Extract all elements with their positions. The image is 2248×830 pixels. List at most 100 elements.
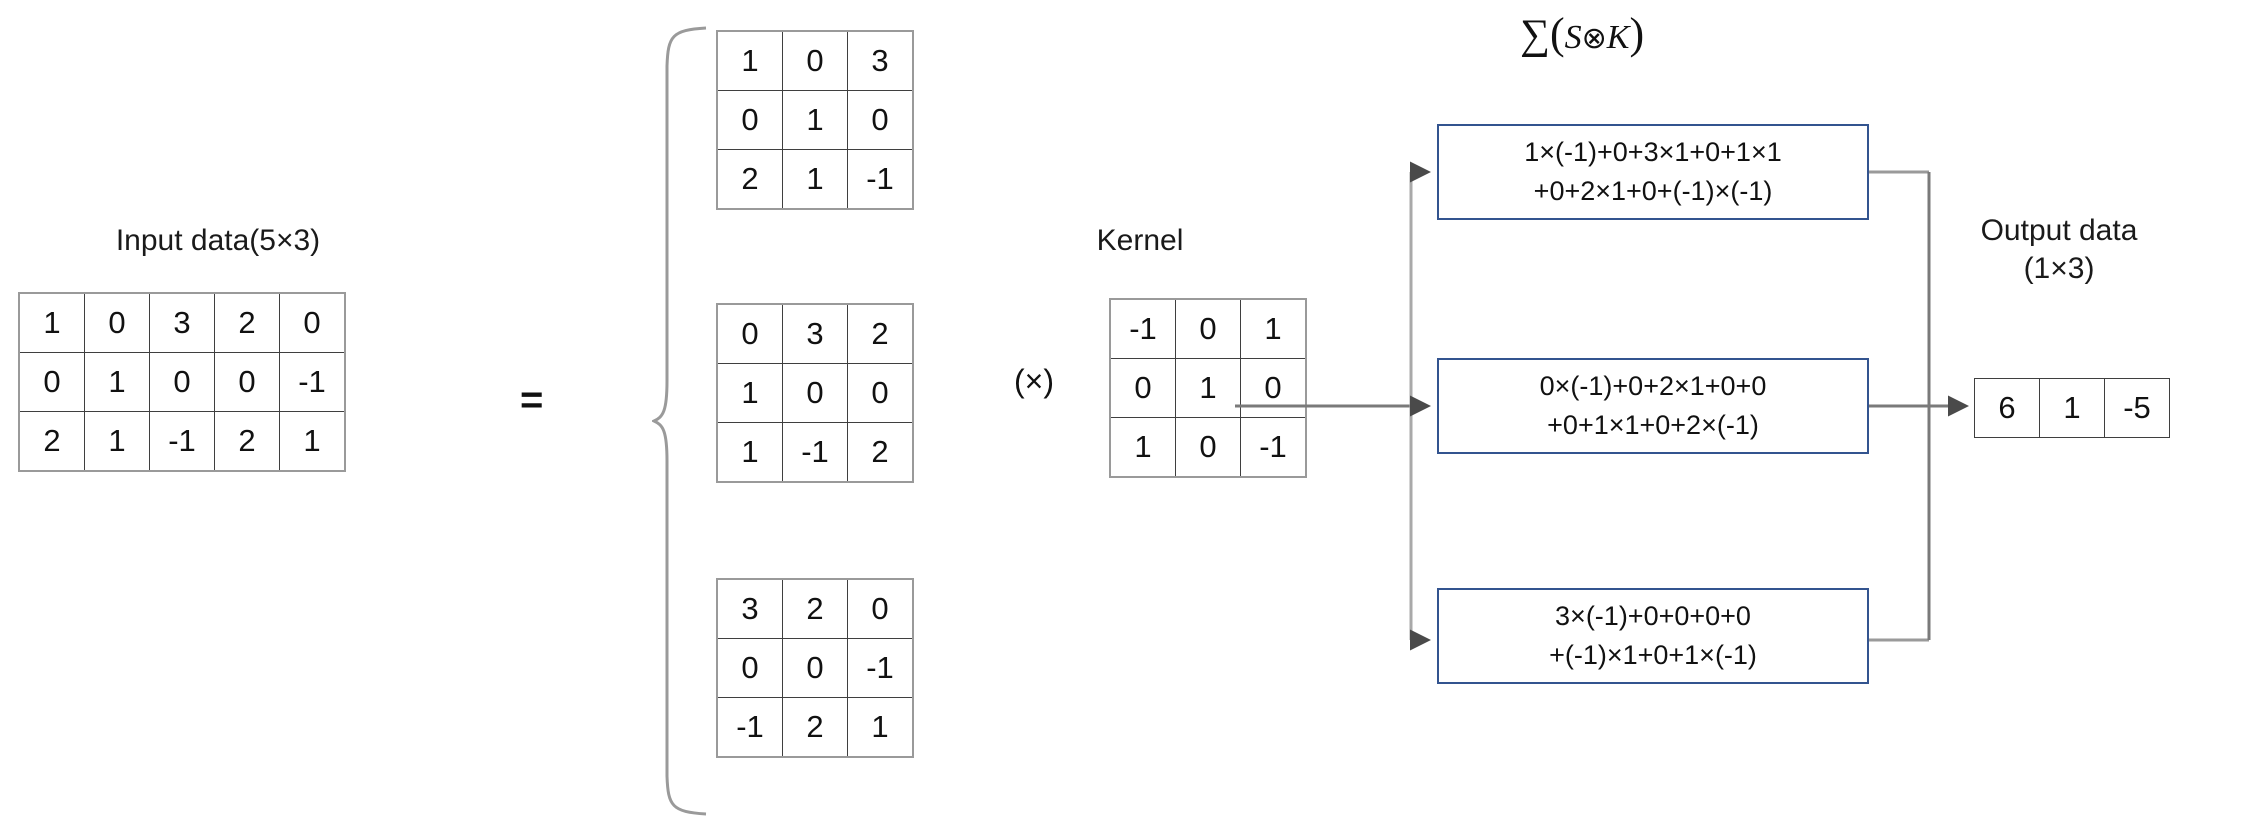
- table-row: 1 0 0: [716, 363, 914, 423]
- slice-cell: 2: [716, 149, 783, 210]
- slice-cell: 1: [847, 697, 914, 758]
- kernel-cell: -1: [1109, 298, 1176, 359]
- slice-matrix-1: 1 0 3 0 1 0 2 1 -1: [716, 30, 914, 210]
- slice-cell: 2: [782, 697, 848, 758]
- input-cell: 0: [149, 352, 215, 412]
- input-cell: 1: [84, 352, 150, 412]
- table-row: 0 0 -1: [716, 638, 914, 698]
- input-cell: 0: [18, 352, 85, 412]
- slice-cell: 2: [847, 422, 914, 483]
- times-sign: (×): [1014, 363, 1054, 399]
- sigma-k-var: K: [1606, 19, 1630, 56]
- slice-cell: 1: [782, 90, 848, 150]
- kernel-cell: 0: [1109, 358, 1176, 418]
- formula-box-2: 0×(-1)+0+2×1+0+0 +0+1×1+0+2×(-1): [1437, 358, 1869, 454]
- slice-cell: -1: [847, 149, 914, 210]
- table-row: 0 1 0: [716, 90, 914, 150]
- slice-matrix-3: 3 2 0 0 0 -1 -1 2 1: [716, 578, 914, 758]
- table-row: 0 1 0: [1109, 358, 1307, 418]
- table-row: -1 0 1: [1109, 298, 1307, 359]
- slice-cell: -1: [716, 697, 783, 758]
- output-data-matrix: 6 1 -5: [1974, 378, 2170, 438]
- equals-sign: =: [520, 378, 544, 422]
- slice-cell: 3: [847, 30, 914, 91]
- slice-cell: 0: [847, 578, 914, 639]
- formula-line-2: +0+1×1+0+2×(-1): [1547, 410, 1759, 440]
- input-cell: -1: [279, 352, 346, 412]
- kernel-cell: 0: [1175, 417, 1241, 478]
- input-cell: 2: [214, 411, 280, 472]
- kernel-cell: 1: [1175, 358, 1241, 418]
- formula-box-3: 3×(-1)+0+0+0+0 +(-1)×1+0+1×(-1): [1437, 588, 1869, 684]
- table-row: 0 1 0 0 -1: [18, 352, 346, 412]
- input-cell: 0: [214, 352, 280, 412]
- slice-cell: -1: [847, 638, 914, 698]
- slice-cell: 1: [782, 149, 848, 210]
- input-cell: 1: [18, 292, 85, 353]
- formula-line-2: +(-1)×1+0+1×(-1): [1549, 640, 1757, 670]
- input-cell: 1: [279, 411, 346, 472]
- slice-cell: 0: [782, 30, 848, 91]
- slice-cell: 1: [716, 363, 783, 423]
- slice-cell: 2: [847, 303, 914, 364]
- slice-1-body: 1 0 3 0 1 0 2 1 -1: [716, 30, 914, 210]
- sigma-close-paren: ): [1629, 9, 1645, 58]
- slice-cell: 1: [716, 30, 783, 91]
- kernel-matrix: -1 0 1 0 1 0 1 0 -1: [1109, 298, 1307, 478]
- table-row: 6 1 -5: [1974, 378, 2170, 438]
- slice-cell: 2: [782, 578, 848, 639]
- output-cell: 1: [2039, 378, 2105, 438]
- slice-cell: 0: [716, 90, 783, 150]
- table-row: 2 1 -1 2 1: [18, 411, 346, 472]
- sigma-s-var: S: [1564, 19, 1582, 56]
- input-data-label: Input data(5×3): [115, 224, 321, 257]
- kernel-cell: 0: [1175, 298, 1241, 359]
- slice-cell: 1: [716, 422, 783, 483]
- slice-matrix-2: 0 3 2 1 0 0 1 -1 2: [716, 303, 914, 483]
- slice-cell: 3: [782, 303, 848, 364]
- table-row: 1 0 3 2 0: [18, 292, 346, 353]
- sigma-formula: ∑(S⊗K): [1520, 8, 1644, 59]
- table-row: 1 0 -1: [1109, 417, 1307, 478]
- kernel-cell: -1: [1240, 417, 1307, 478]
- slice-2-body: 0 3 2 1 0 0 1 -1 2: [716, 303, 914, 483]
- slice-cell: 0: [716, 638, 783, 698]
- formula-line-2: +0+2×1+0+(-1)×(-1): [1533, 176, 1773, 206]
- table-row: 3 2 0: [716, 578, 914, 639]
- input-cell: 2: [214, 292, 280, 353]
- input-cell: -1: [149, 411, 215, 472]
- output-cell: 6: [1974, 378, 2040, 438]
- slice-cell: 0: [782, 638, 848, 698]
- slice-cell: 3: [716, 578, 783, 639]
- slice-cell: 0: [847, 363, 914, 423]
- sigma-glyph: ∑: [1520, 12, 1550, 58]
- kernel-matrix-body: -1 0 1 0 1 0 1 0 -1: [1109, 298, 1307, 478]
- input-cell: 1: [84, 411, 150, 472]
- formula-line-1: 0×(-1)+0+2×1+0+0: [1539, 370, 1767, 401]
- formula-line-1: 1×(-1)+0+3×1+0+1×1: [1524, 136, 1782, 167]
- output-data-label: Output data (1×3): [1934, 212, 2184, 287]
- output-matrix-body: 6 1 -5: [1974, 378, 2170, 438]
- input-cell: 0: [84, 292, 150, 353]
- input-cell: 0: [279, 292, 346, 353]
- tensor-product-icon: ⊗: [1581, 22, 1607, 55]
- output-label-line2: (1×3): [2023, 251, 2095, 285]
- table-row: 1 -1 2: [716, 422, 914, 483]
- table-row: 0 3 2: [716, 303, 914, 364]
- kernel-cell: 1: [1240, 298, 1307, 359]
- input-cell: 3: [149, 292, 215, 353]
- table-row: -1 2 1: [716, 697, 914, 758]
- formula-box-1: 1×(-1)+0+3×1+0+1×1 +0+2×1+0+(-1)×(-1): [1437, 124, 1869, 220]
- output-label-line1: Output data: [1980, 214, 2138, 247]
- slice-cell: -1: [782, 422, 848, 483]
- table-row: 1 0 3: [716, 30, 914, 91]
- input-data-matrix: 1 0 3 2 0 0 1 0 0 -1 2 1 -1 2 1: [18, 292, 346, 472]
- formula-line-1: 3×(-1)+0+0+0+0: [1555, 600, 1751, 631]
- slice-cell: 0: [716, 303, 783, 364]
- table-row: 2 1 -1: [716, 149, 914, 210]
- sigma-open-paren: (: [1549, 9, 1565, 58]
- input-cell: 2: [18, 411, 85, 472]
- output-cell: -5: [2104, 378, 2170, 438]
- kernel-label: Kernel: [1096, 224, 1184, 257]
